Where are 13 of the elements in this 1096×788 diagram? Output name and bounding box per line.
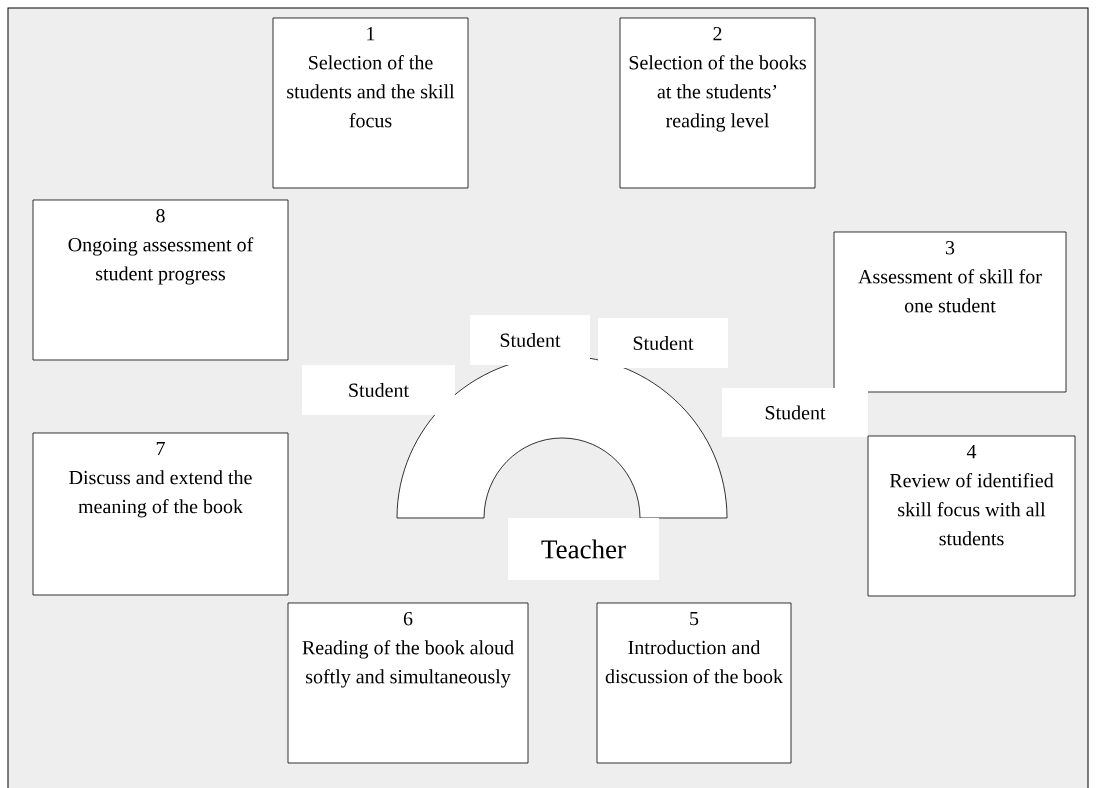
student-label: Student: [302, 365, 455, 415]
student-label: Student: [722, 388, 868, 437]
step-box: 1 Selection of the students and the skill focus: [272, 17, 469, 189]
step-box: 3 Assessment of skill for one student: [833, 231, 1067, 393]
step-box: 8 Ongoing assessment of student progress: [32, 199, 289, 361]
student-label: Student: [470, 315, 590, 365]
step-box: 4 Review of identified skill focus with all students: [867, 435, 1076, 597]
step-box: 7 Discuss and extend the meaning of the book: [32, 432, 289, 596]
teacher-label: Teacher: [508, 518, 659, 580]
step-box: 5 Introduction and discussion of the book: [596, 602, 792, 764]
student-label: Student: [598, 318, 728, 368]
step-box: 2 Selection of the books at the students’ reading level: [619, 17, 816, 189]
step-box: 6 Reading of the book aloud softly and simultaneously: [287, 602, 529, 764]
